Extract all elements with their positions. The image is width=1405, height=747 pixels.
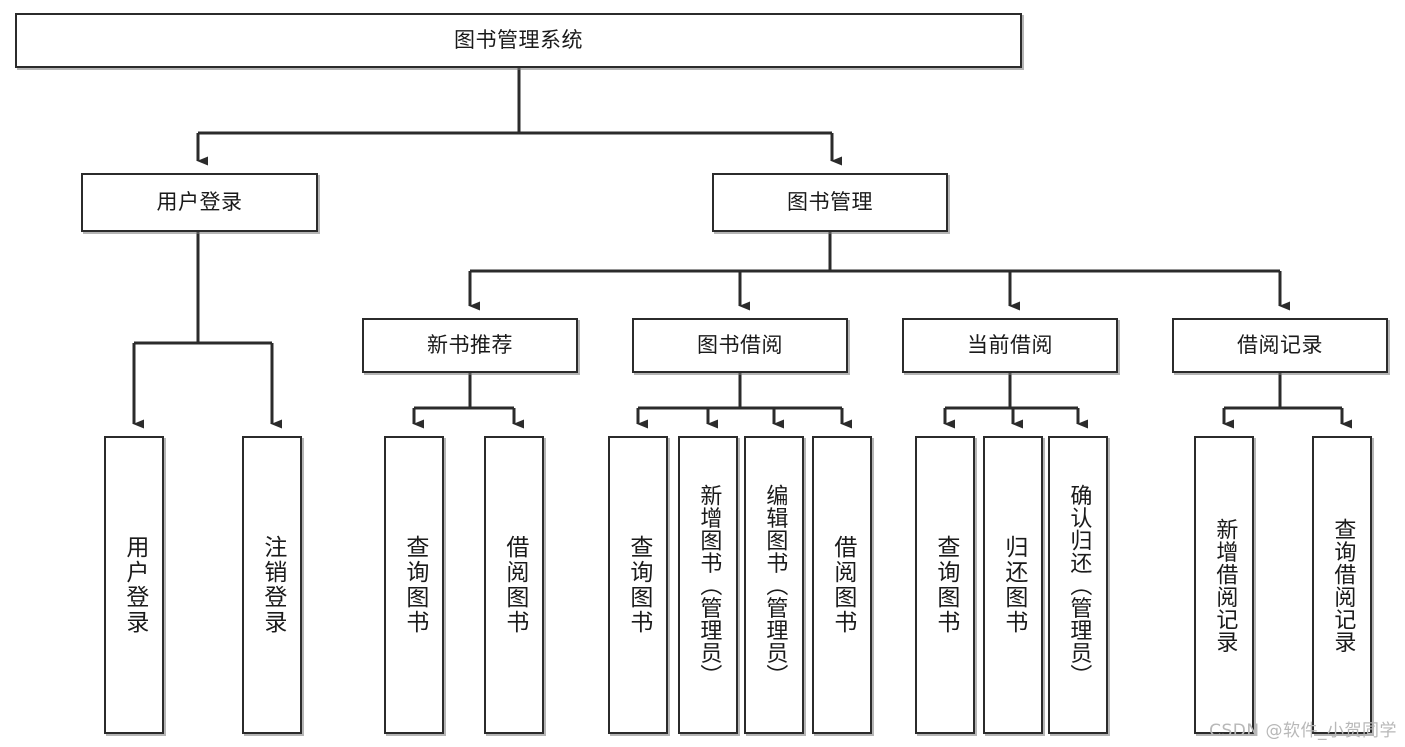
node-label: 新增图书（管理员） [696,483,722,687]
node-label: 图书借阅 [697,332,783,357]
node-label: 用户登录 [121,535,148,635]
leaf-current-query-book[interactable]: 查询图书 [915,436,975,734]
node-label: 查询图书 [401,535,428,635]
node-label: 查询图书 [625,535,652,635]
leaf-borrow-query-book[interactable]: 查询图书 [608,436,668,734]
node-label: 图书管理系统 [454,27,583,52]
leaf-recommend-query-book[interactable]: 查询图书 [384,436,444,734]
leaf-user-login-logout[interactable]: 注销登录 [242,436,302,734]
node-label: 确认归还（管理员） [1066,483,1092,687]
node-label: 当前借阅 [967,332,1053,357]
node-label: 查询图书 [932,535,959,635]
node-book-management[interactable]: 图书管理 [712,173,948,232]
node-label: 新增借阅记录 [1212,517,1238,653]
leaf-borrow-borrow-book[interactable]: 借阅图书 [812,436,872,734]
csdn-watermark: CSDN @软件_小贺同学 [1209,721,1397,741]
node-label: 注销登录 [259,535,286,635]
leaf-recommend-borrow-book[interactable]: 借阅图书 [484,436,544,734]
node-root-system[interactable]: 图书管理系统 [15,13,1022,68]
node-current-borrow[interactable]: 当前借阅 [902,318,1118,373]
node-label: 用户登录 [156,189,243,214]
leaf-record-query-record[interactable]: 查询借阅记录 [1312,436,1372,734]
node-user-login[interactable]: 用户登录 [81,173,318,232]
node-label: 图书管理 [787,189,873,214]
node-label: 新书推荐 [427,332,513,357]
node-new-book-recommend[interactable]: 新书推荐 [362,318,578,373]
leaf-current-return-book[interactable]: 归还图书 [983,436,1043,734]
node-label: 编辑图书（管理员） [762,483,788,687]
node-label: 查询借阅记录 [1330,517,1356,653]
node-label: 借阅记录 [1237,332,1323,357]
leaf-borrow-edit-book-admin[interactable]: 编辑图书（管理员） [744,436,804,734]
node-borrow-record[interactable]: 借阅记录 [1172,318,1388,373]
leaf-user-login-login[interactable]: 用户登录 [104,436,164,734]
node-label: 归还图书 [1000,535,1027,635]
node-label: 借阅图书 [829,535,856,635]
node-book-borrow[interactable]: 图书借阅 [632,318,848,373]
leaf-record-add-record[interactable]: 新增借阅记录 [1194,436,1254,734]
node-label: 借阅图书 [501,535,528,635]
leaf-current-confirm-return-admin[interactable]: 确认归还（管理员） [1048,436,1108,734]
leaf-borrow-add-book-admin[interactable]: 新增图书（管理员） [678,436,738,734]
